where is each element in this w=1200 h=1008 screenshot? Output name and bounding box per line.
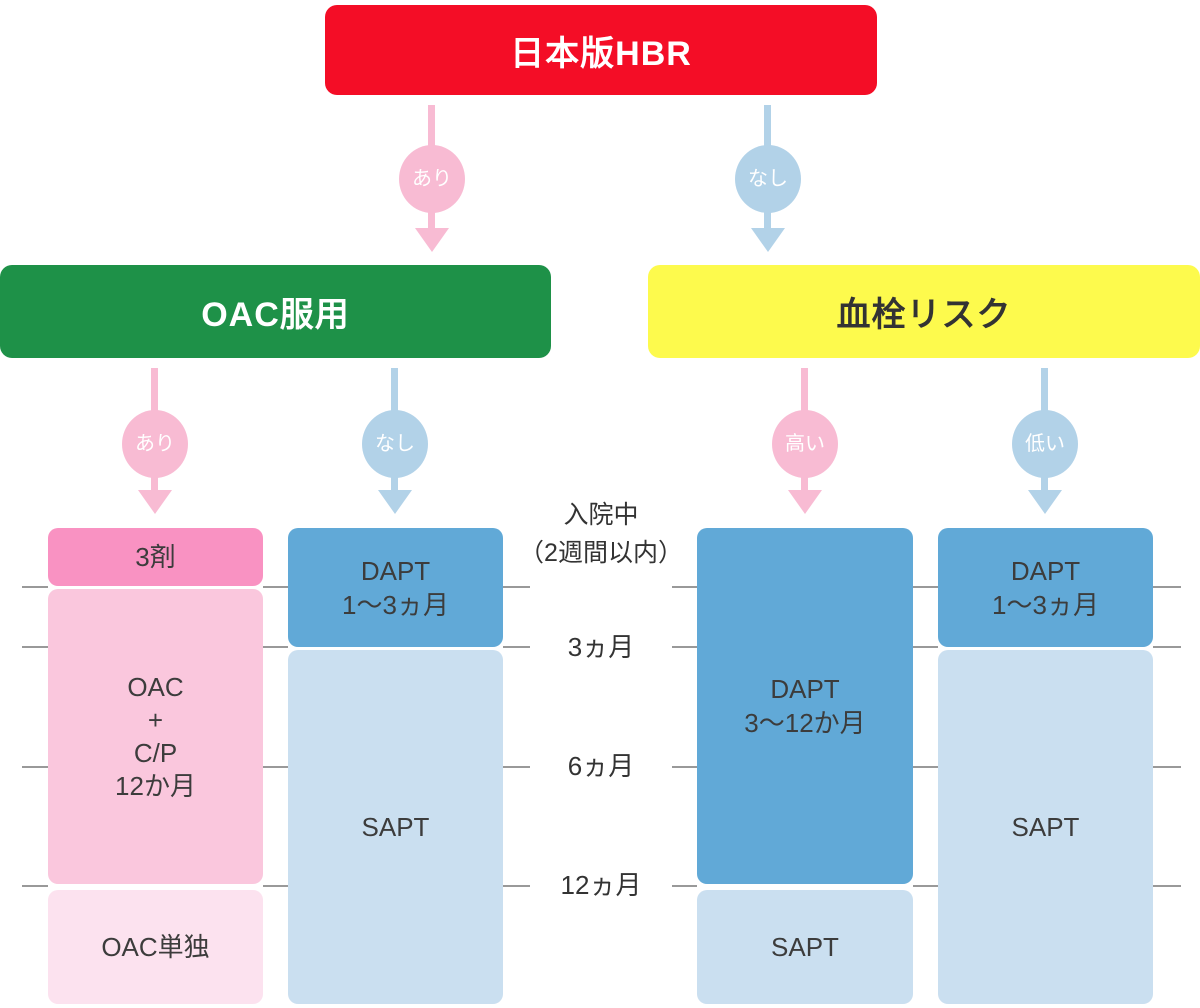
arrow-hbr-yes-head bbox=[415, 228, 449, 252]
col2-dapt-line2: 1〜3ヵ月 bbox=[342, 589, 449, 620]
col1-oac-cp-line2: + bbox=[147, 704, 164, 735]
gridline-12m-1 bbox=[22, 885, 48, 887]
col3-dapt-line2: 3〜12か月 bbox=[744, 708, 866, 738]
gridline-2w-6 bbox=[1153, 586, 1181, 588]
gridline-2w-4 bbox=[672, 586, 697, 588]
arrow-hbr-no-head bbox=[751, 228, 785, 252]
timeline-marker-6m: 6ヵ月 bbox=[567, 751, 635, 781]
hbr-yes-label: あり bbox=[412, 168, 452, 190]
oac-yes-bubble: あり bbox=[122, 410, 188, 478]
arrow-oac-no-head bbox=[378, 490, 412, 514]
col2-dapt-line1: DAPT bbox=[360, 555, 431, 586]
gridline-12m-3 bbox=[503, 885, 530, 887]
timeline-start-label: 入院中 （2週間以内） bbox=[505, 496, 697, 572]
col2-sapt-label: SAPT bbox=[361, 812, 430, 842]
hbr-title-label: 日本版HBR bbox=[510, 34, 692, 73]
oac-no-bubble: なし bbox=[362, 410, 428, 478]
oac-decision-label: OAC服用 bbox=[201, 296, 350, 334]
gridline-6m-4 bbox=[672, 766, 697, 768]
thrombosis-low-label: 低い bbox=[1025, 433, 1065, 455]
thrombosis-decision-label: 血栓リスク bbox=[836, 296, 1012, 334]
gridline-6m-5 bbox=[913, 766, 938, 768]
col3-dapt-line1: DAPT bbox=[770, 674, 840, 704]
gridline-2w-3 bbox=[503, 586, 530, 588]
col4-dapt-line1: DAPT bbox=[1010, 555, 1081, 586]
col1-oac-cp-box: OAC + C/P 12か月 bbox=[48, 589, 263, 884]
col1-oac-solo-box: OAC単独 bbox=[48, 890, 263, 1004]
thrombosis-high-label: 高い bbox=[785, 433, 825, 455]
col1-triple-therapy-label: 3剤 bbox=[135, 542, 176, 572]
col1-oac-cp-line1: OAC bbox=[127, 671, 184, 702]
col4-dapt-box: DAPT 1〜3ヵ月 bbox=[938, 528, 1153, 647]
gridline-2w-5 bbox=[913, 586, 938, 588]
col2-dapt-box: DAPT 1〜3ヵ月 bbox=[288, 528, 503, 647]
gridline-6m-1 bbox=[22, 766, 48, 768]
thrombosis-low-bubble: 低い bbox=[1012, 410, 1078, 478]
col4-dapt-line2: 1〜3ヵ月 bbox=[992, 589, 1099, 620]
gridline-3m-5 bbox=[913, 646, 938, 648]
gridline-3m-1 bbox=[22, 646, 48, 648]
gridline-3m-6 bbox=[1153, 646, 1181, 648]
gridline-6m-6 bbox=[1153, 766, 1181, 768]
gridline-2w-1 bbox=[22, 586, 48, 588]
timeline-start-line2: （2週間以内） bbox=[519, 539, 683, 567]
arrow-oac-yes-head bbox=[138, 490, 172, 514]
hbr-title-box: 日本版HBR bbox=[325, 5, 877, 95]
col4-sapt-box: SAPT bbox=[938, 650, 1153, 1004]
thrombosis-high-bubble: 高い bbox=[772, 410, 838, 478]
col1-triple-therapy-box: 3剤 bbox=[48, 528, 263, 586]
hbr-yes-bubble: あり bbox=[399, 145, 465, 213]
timeline-marker-12m: 12ヵ月 bbox=[560, 870, 642, 900]
timeline-marker-3m: 3ヵ月 bbox=[567, 632, 635, 662]
arrow-thrombosis-high-head bbox=[788, 490, 822, 514]
gridline-6m-3 bbox=[503, 766, 530, 768]
timeline-start-line1: 入院中 bbox=[563, 501, 639, 529]
oac-decision-box: OAC服用 bbox=[0, 265, 551, 358]
gridline-6m-2 bbox=[263, 766, 288, 768]
hbr-no-bubble: なし bbox=[735, 145, 801, 213]
col2-sapt-box: SAPT bbox=[288, 650, 503, 1004]
hbr-no-label: なし bbox=[748, 168, 788, 190]
arrow-thrombosis-low-head bbox=[1028, 490, 1062, 514]
col1-oac-solo-label: OAC単独 bbox=[101, 932, 210, 962]
gridline-3m-3 bbox=[503, 646, 530, 648]
gridline-3m-2 bbox=[263, 646, 288, 648]
gridline-12m-4 bbox=[672, 885, 697, 887]
col3-sapt-label: SAPT bbox=[771, 932, 839, 962]
col1-oac-cp-line3: C/P bbox=[133, 737, 178, 768]
col1-oac-cp-line4: 12か月 bbox=[115, 770, 196, 801]
gridline-12m-6 bbox=[1153, 885, 1181, 887]
oac-no-label: なし bbox=[375, 433, 415, 455]
gridline-12m-5 bbox=[913, 885, 938, 887]
col3-dapt-box: DAPT 3〜12か月 bbox=[697, 528, 913, 884]
oac-yes-label: あり bbox=[135, 433, 175, 455]
gridline-2w-2 bbox=[263, 586, 288, 588]
gridline-3m-4 bbox=[672, 646, 697, 648]
col4-sapt-label: SAPT bbox=[1011, 812, 1080, 842]
col3-sapt-box: SAPT bbox=[697, 890, 913, 1004]
gridline-12m-2 bbox=[263, 885, 288, 887]
thrombosis-decision-box: 血栓リスク bbox=[648, 265, 1200, 358]
